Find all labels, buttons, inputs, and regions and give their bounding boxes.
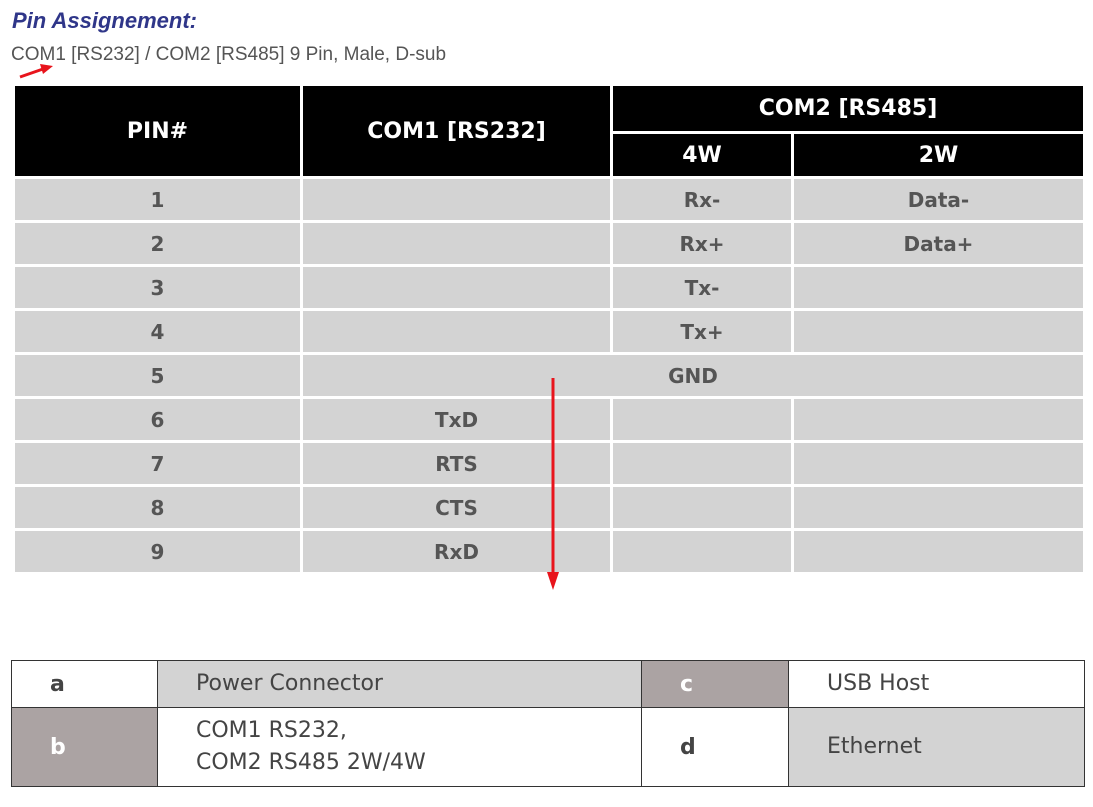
table-row: 5 GND	[12, 352, 1086, 399]
header-4w: 4W	[610, 131, 794, 179]
pin-number: 9	[12, 528, 303, 575]
legend-label-b: COM1 RS232, COM2 RS485 2W/4W	[157, 707, 642, 787]
legend-label-d: Ethernet	[788, 707, 1085, 787]
com2-2w-cell: Data-	[791, 176, 1086, 223]
header-com1: COM1 [RS232]	[300, 83, 613, 179]
com2-2w-cell	[791, 440, 1086, 487]
com2-4w-cell	[610, 484, 794, 531]
pin-number: 8	[12, 484, 303, 531]
com2-2w-cell	[791, 528, 1086, 575]
legend-label-c: USB Host	[788, 660, 1085, 708]
legend-key-a: a	[11, 660, 158, 708]
table-row: 1 Rx- Data-	[12, 176, 1086, 223]
com2-2w-cell	[791, 396, 1086, 443]
com2-4w-cell: Rx+	[610, 220, 794, 267]
com1-cell	[300, 220, 613, 267]
com1-cell	[300, 308, 613, 355]
com2-2w-cell	[791, 308, 1086, 355]
com2-4w-cell	[610, 396, 794, 443]
pin-assignment-table: PIN# COM1 [RS232] COM2 [RS485] 4W 2W 1 R…	[12, 83, 1086, 575]
header-com2: COM2 [RS485]	[610, 83, 1086, 134]
legend-label-b-line1: COM1 RS232,	[196, 718, 347, 743]
table-row: 4 Tx+	[12, 308, 1086, 355]
com1-cell: RxD	[300, 528, 613, 575]
table-row: 6 TxD	[12, 396, 1086, 443]
com2-4w-cell: Rx-	[610, 176, 794, 223]
pin-number: 5	[12, 352, 303, 399]
com1-cell: RTS	[300, 440, 613, 487]
com1-cell	[300, 176, 613, 223]
connector-legend-table: a Power Connector c USB Host b COM1 RS23…	[11, 660, 1085, 787]
legend-row: a Power Connector c USB Host	[11, 660, 1085, 708]
com2-4w-cell	[610, 528, 794, 575]
legend-key-c: c	[641, 660, 789, 708]
com2-2w-cell	[791, 484, 1086, 531]
page-title: Pin Assignement:	[12, 8, 197, 33]
shared-gnd-cell: GND	[300, 352, 1086, 399]
legend-key-b: b	[11, 707, 158, 787]
table-row: 2 Rx+ Data+	[12, 220, 1086, 267]
table-row: 3 Tx-	[12, 264, 1086, 311]
pin-number: 3	[12, 264, 303, 311]
header-pin: PIN#	[12, 83, 303, 179]
table-row: 9 RxD	[12, 528, 1086, 575]
connector-subtitle: COM1 [RS232] / COM2 [RS485] 9 Pin, Male,…	[11, 44, 447, 65]
com1-cell	[300, 264, 613, 311]
table-row: 7 RTS	[12, 440, 1086, 487]
legend-key-d: d	[641, 707, 789, 787]
legend-row: b COM1 RS232, COM2 RS485 2W/4W d Etherne…	[11, 707, 1085, 787]
pin-number: 6	[12, 396, 303, 443]
legend-label-b-line2: COM2 RS485 2W/4W	[196, 750, 426, 775]
pin-number: 7	[12, 440, 303, 487]
com2-2w-cell	[791, 264, 1086, 311]
com1-cell: CTS	[300, 484, 613, 531]
table-row: 8 CTS	[12, 484, 1086, 531]
legend-label-a: Power Connector	[157, 660, 642, 708]
pin-number: 1	[12, 176, 303, 223]
com2-4w-cell: Tx-	[610, 264, 794, 311]
com2-2w-cell: Data+	[791, 220, 1086, 267]
pin-number: 4	[12, 308, 303, 355]
pin-number: 2	[12, 220, 303, 267]
com2-4w-cell: Tx+	[610, 308, 794, 355]
com1-cell: TxD	[300, 396, 613, 443]
header-2w: 2W	[791, 131, 1086, 179]
com2-4w-cell	[610, 440, 794, 487]
